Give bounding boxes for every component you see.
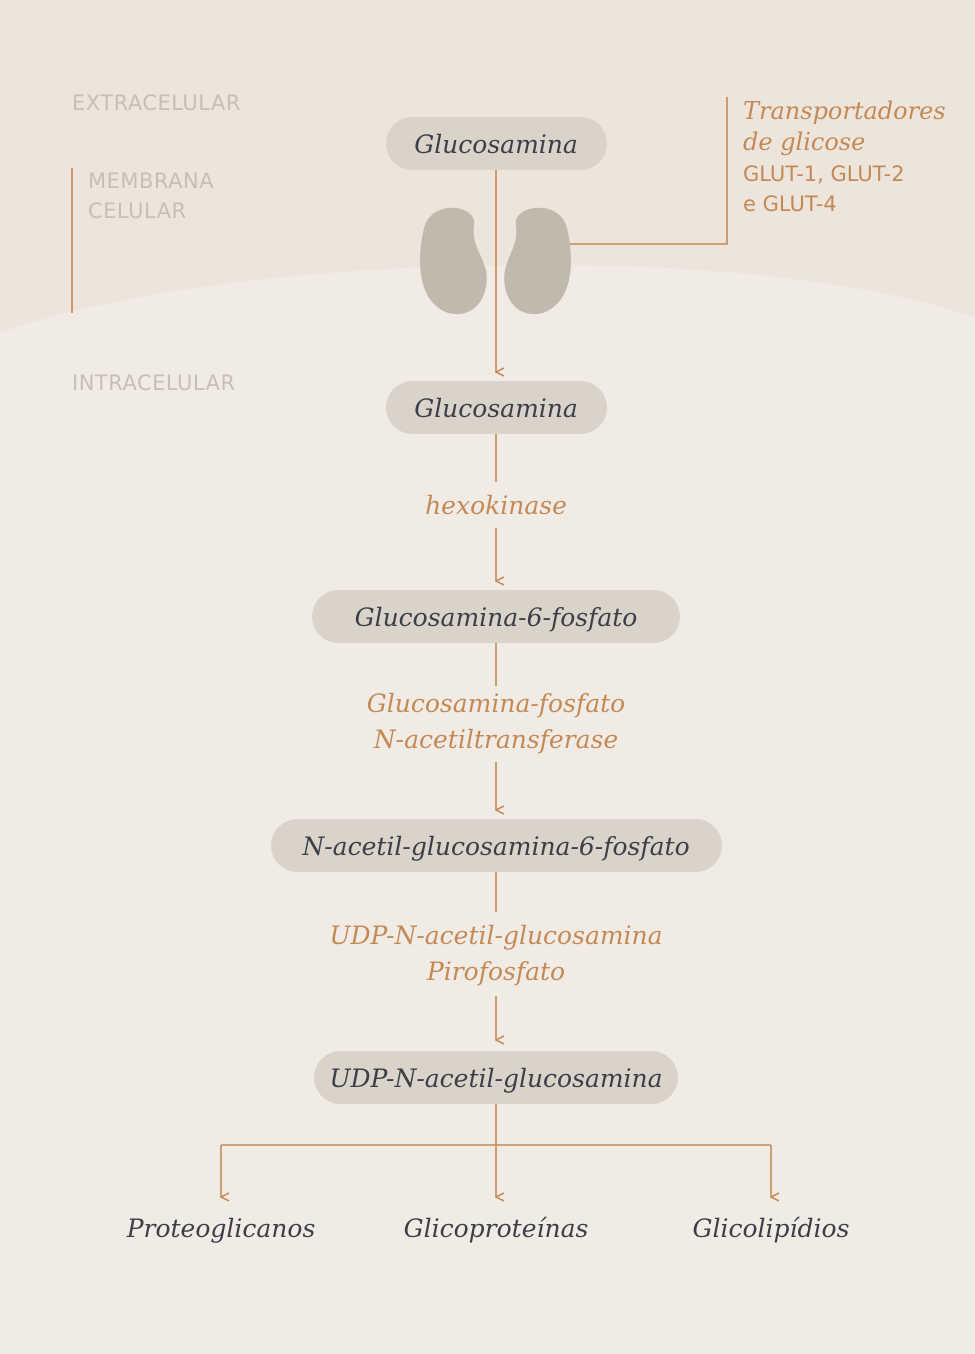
enzyme-udp-pyrophosphorylase-line-1: UDP-N-acetil-glucosamina	[329, 921, 662, 950]
node-glucosamine-6-phosphate-pill	[312, 590, 680, 643]
node-n-acetyl-glucosamine-6-phosphate: N-acetil-glucosamina-6-fosfato	[301, 832, 689, 861]
enzyme-hexokinase: hexokinase	[425, 491, 567, 520]
enzyme-gnpnat-line-2: N-acetiltransferase	[373, 725, 618, 754]
membrane-label-line-1: MEMBRANA	[88, 169, 214, 193]
transporter-names-line-1: GLUT-1, GLUT-2	[743, 162, 905, 186]
output-proteoglycans: Proteoglicanos	[126, 1214, 316, 1243]
enzyme-udp-pyrophosphorylase-line-2: Pirofosfato	[426, 957, 565, 986]
transporter-left-icon	[419, 207, 487, 315]
node-glucosamine-outside-pill	[386, 117, 607, 170]
node-udp-n-acetyl-glucosamine-pill	[314, 1051, 678, 1104]
node-glucosamine-inside-pill	[386, 381, 607, 434]
node-n-acetyl-glucosamine-6-phosphate-pill	[271, 819, 722, 872]
membrane-label-line-2: CELULAR	[88, 199, 187, 223]
extracellular-label: EXTRACELULAR	[72, 91, 241, 115]
enzyme-gnpnat-line-1: Glucosamina-fosfato	[367, 689, 625, 718]
transporter-names-line-2: e GLUT-4	[743, 192, 837, 216]
output-glycoproteins: Glicoproteínas	[404, 1214, 589, 1243]
transporter-title-line-2: de glicose	[743, 128, 865, 156]
node-glucosamine-inside: Glucosamina	[414, 394, 578, 423]
transporter-right-icon	[504, 207, 572, 315]
node-glucosamine-outside: Glucosamina	[414, 130, 578, 159]
output-glycolipids: Glicolipídios	[693, 1214, 850, 1243]
intracellular-label: INTRACELULAR	[72, 371, 236, 395]
transporter-leader-line	[568, 97, 728, 245]
node-glucosamine-6-phosphate: Glucosamina-6-fosfato	[355, 603, 638, 632]
transporter-title-line-1: Transportadores	[743, 97, 946, 125]
node-udp-n-acetyl-glucosamine: UDP-N-acetil-glucosamina	[329, 1064, 662, 1093]
